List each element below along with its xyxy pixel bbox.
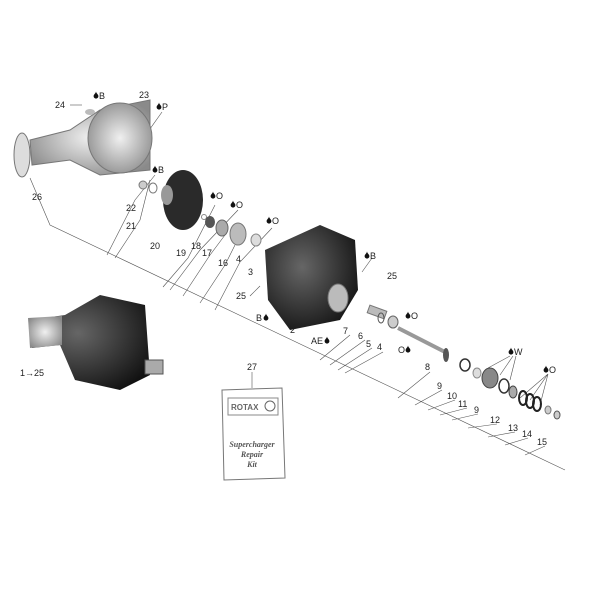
part-26-sleeve: [13, 132, 31, 178]
oil-drop-icon: [405, 311, 411, 319]
label-19: 19: [176, 248, 186, 258]
oil-drop-icon: [266, 216, 272, 224]
oil-drop-icon: [508, 347, 514, 355]
part-21: [148, 182, 158, 194]
lube-b4: B: [256, 313, 262, 323]
label-9b: 9: [474, 405, 479, 415]
lube-b2: B: [158, 165, 164, 175]
part-17: [215, 219, 229, 237]
lube-p: P: [162, 102, 168, 112]
label-21: 21: [126, 221, 136, 231]
kit-title-line3: Kit: [246, 460, 258, 469]
lube-o5: O: [398, 345, 405, 355]
part-11-gear: [481, 367, 499, 389]
label-25: 25: [236, 291, 246, 301]
oil-drop-icon: [263, 313, 269, 321]
kit-title-line1: Supercharger: [229, 440, 275, 449]
lube-o6: O: [549, 365, 556, 375]
lube-o4: O: [411, 311, 418, 321]
label-11: 11: [458, 399, 467, 409]
lube-o: O: [216, 191, 223, 201]
lubricant-labels: B P B O O O B B AE O O W O: [93, 91, 556, 375]
lube-ae: AE: [311, 336, 323, 346]
label-25b: 25: [387, 271, 397, 281]
part-9b: [498, 378, 510, 394]
part-13-washers: [518, 390, 542, 412]
label-22: 22: [126, 203, 136, 213]
label-13: 13: [508, 423, 518, 433]
part-9: [459, 358, 471, 372]
label-14: 14: [522, 429, 532, 439]
part-15: [553, 410, 561, 420]
part-labels: 24 23 26 22 21 20 19 18 17 16 4 3 25 2 7…: [20, 90, 547, 447]
part-8-shaft: [397, 326, 446, 354]
part-2-housing: [265, 225, 358, 330]
label-6: 6: [358, 331, 363, 341]
label-12: 12: [490, 415, 500, 425]
label-27: 27: [247, 362, 257, 372]
part-10: [472, 367, 482, 379]
label-18: 18: [191, 241, 201, 251]
oil-drop-icon: [156, 102, 162, 110]
lube-w: W: [514, 347, 523, 357]
oil-drop-icon: [324, 336, 330, 344]
kit-title-line2: Repair: [240, 450, 264, 459]
part-22: [138, 180, 148, 190]
oil-drop-icon: [543, 365, 549, 373]
part-16: [229, 222, 247, 246]
label-3: 3: [248, 267, 253, 277]
label-10: 10: [447, 391, 457, 401]
part-4: [250, 233, 262, 247]
kit-brand: ROTAX: [231, 403, 259, 412]
oil-drop-icon: [364, 251, 370, 259]
lube-b: B: [99, 91, 105, 101]
label-7: 7: [343, 326, 348, 336]
part-5: [377, 312, 385, 324]
part-12: [508, 385, 518, 399]
oil-drop-icon: [210, 191, 216, 199]
part-27-repair-kit: ROTAX Supercharger Repair Kit: [221, 387, 286, 481]
label-5: 5: [366, 339, 371, 349]
label-24: 24: [55, 100, 65, 110]
parts: ROTAX Supercharger Repair Kit: [13, 99, 561, 481]
lube-o2: O: [236, 200, 243, 210]
oil-drop-icon: [152, 165, 158, 173]
part-19: [201, 214, 207, 220]
label-26: 26: [32, 192, 42, 202]
label-16: 16: [218, 258, 228, 268]
part-24-screw: [85, 109, 95, 115]
label-2: 2: [290, 325, 295, 335]
label-9: 9: [437, 381, 442, 391]
oil-drop-icon: [230, 200, 236, 208]
label-23: 23: [139, 90, 149, 100]
label-4: 4: [236, 254, 241, 264]
part-14: [544, 405, 552, 415]
label-15: 15: [537, 437, 547, 447]
leader-lines: [29, 104, 566, 471]
lube-b3: B: [370, 251, 376, 261]
lube-o3: O: [272, 216, 279, 226]
part-6: [366, 304, 388, 320]
label-20: 20: [150, 241, 160, 251]
label-8: 8: [425, 362, 430, 372]
label-17: 17: [202, 248, 212, 258]
part-18: [205, 216, 215, 228]
label-1-25: 1→25: [20, 368, 44, 378]
assembly-1-25: [28, 295, 164, 390]
label-4b: 4: [377, 342, 382, 352]
oil-drop-icon: [405, 345, 411, 353]
part-4b: [387, 315, 399, 329]
part-20-impeller: [163, 170, 203, 230]
oil-drop-icon: [93, 91, 99, 99]
